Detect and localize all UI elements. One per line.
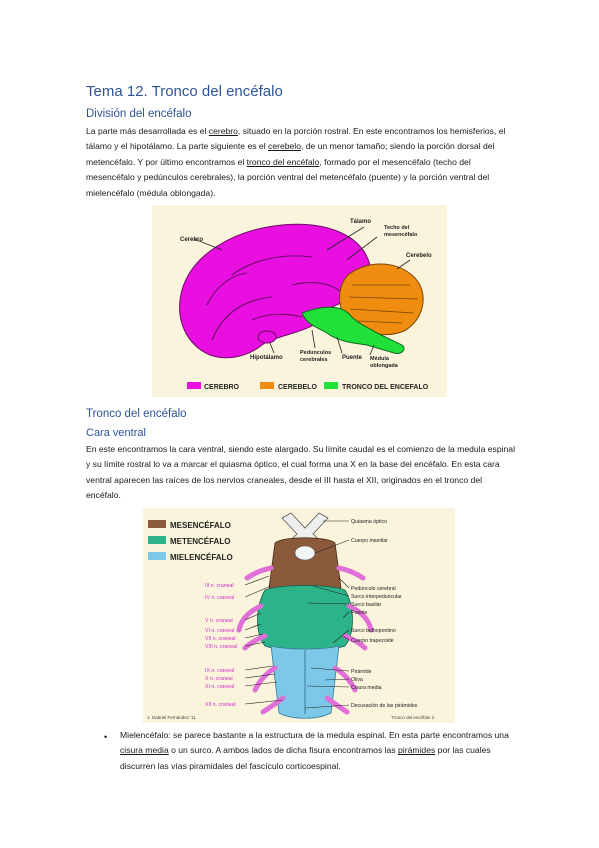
label-pedunculo: Pedúnculo cerebral <box>351 586 396 592</box>
label-pedunculos-2: cerebrales <box>300 357 328 363</box>
legend-cerebelo: CEREBELO <box>278 384 317 391</box>
label-medula-2: oblongada <box>370 363 399 369</box>
left-labels-group: III n. craneal IV n. craneal V n. cranea… <box>205 583 237 708</box>
brainstem-shape <box>301 306 405 354</box>
right-labels-group: Quiasma óptico Cuerpo mamilar Pedúnculo … <box>351 519 418 709</box>
label-iv: IV n. craneal <box>205 595 234 601</box>
label-piramide: Pirámide <box>351 669 372 675</box>
label-surco-interpeduncular: Surco interpeduncular <box>351 594 402 600</box>
pons-shape <box>257 585 353 651</box>
legend-mielencefalo: MIELENCÉFALO <box>170 553 233 562</box>
legend-tronco: TRONCO DEL ENCEFALO <box>342 384 429 391</box>
link-piramides: pirámides <box>398 745 436 756</box>
section-heading-tronco: Tronco del encéfalo <box>86 408 187 420</box>
label-techo-1: Techo del <box>384 225 410 231</box>
label-quiasma: Quiasma óptico <box>351 519 387 525</box>
hypothalamus-shape <box>257 330 277 344</box>
bullet-marker: • <box>104 732 108 742</box>
figure-brainstem-ventral: MESENCÉFALO METENCÉFALO MIELENCÉFALO III <box>143 508 455 723</box>
legend-swatch-mesencefalo <box>148 520 166 528</box>
label-x: X n. craneal <box>205 676 233 682</box>
label-viii: VIII n. craneal <box>205 644 237 650</box>
legend-swatch-tronco <box>324 382 338 389</box>
label-xi: XI n. craneal <box>205 684 234 690</box>
label-iii: III n. craneal <box>205 583 234 589</box>
figure2-caption: Tronco del encéfalo 2 <box>391 715 435 720</box>
legend-mesencefalo: MESENCÉFALO <box>170 521 231 530</box>
mammillary-body <box>294 545 316 561</box>
label-xii: XII n. craneal <box>205 702 236 708</box>
paragraph-division: La parte más desarrollada es el cerebro,… <box>86 126 506 198</box>
legend-metencefalo: METENCÉFALO <box>170 537 230 546</box>
page-title: Tema 12. Tronco del encéfalo <box>86 83 283 100</box>
bullet-mielencefalo: Mielencéfalo: se parece bastante a la es… <box>120 730 509 771</box>
leader-lines-left <box>244 575 284 705</box>
label-oliva: Oliva <box>351 677 363 683</box>
figure-brain-sagittal: Cerebro Tálamo Techo del mesencéfalo Cer… <box>152 205 447 397</box>
label-cerebelo: Cerebelo <box>406 253 432 259</box>
label-surco-basilar: Surco basilar <box>351 602 382 608</box>
label-ix: IX n. craneal <box>205 668 234 674</box>
label-cuerpo-mamilar: Cuerpo mamilar <box>351 538 388 544</box>
label-cisura-media: Cisura media <box>351 685 382 691</box>
label-vii: VII n. craneal <box>205 636 236 642</box>
leader-lines <box>193 226 411 356</box>
cerebrum-gyri <box>206 255 343 341</box>
subheading-cara-ventral: Cara ventral <box>86 427 146 439</box>
link-cerebelo: cerebelo <box>268 141 301 152</box>
link-tronco: tronco del encéfalo <box>246 156 320 167</box>
label-pedunculos-1: Pedúnculos <box>300 350 331 356</box>
figure2-credit: J. Gabriel Fernández '11 <box>147 715 196 720</box>
cerebellum-folia <box>348 284 419 324</box>
label-puente: Puente <box>342 355 363 361</box>
label-cerebro: Cerebro <box>180 237 203 243</box>
legend-swatch-metencefalo <box>148 536 166 544</box>
cranial-nerve-roots <box>236 565 374 715</box>
label-hipotalamo: Hipotálamo <box>250 355 283 361</box>
section-heading-division: División del encéfalo <box>86 108 192 120</box>
label-techo-2: mesencéfalo <box>384 232 418 238</box>
link-cisura-media: cisura media <box>120 745 169 756</box>
label-medula-1: Médula <box>370 356 390 362</box>
link-cerebro: cerebro <box>208 126 238 136</box>
label-v: V n. craneal <box>205 618 233 624</box>
legend-swatch-mielencefalo <box>148 552 166 560</box>
legend-cerebro: CEREBRO <box>204 384 240 391</box>
legend-swatch-cerebelo <box>260 382 274 389</box>
paragraph-cara-ventral: En este encontramos la cara ventral, sie… <box>86 444 515 501</box>
label-cuerpo-trapezoide: Cuerpo trapezoide <box>351 638 394 644</box>
label-puente: Puente <box>351 610 368 616</box>
leader-lines-right <box>304 520 350 709</box>
label-vi: VI n. craneal <box>205 628 234 634</box>
legend-swatch-cerebro <box>187 382 201 389</box>
label-talamo: Tálamo <box>350 219 371 225</box>
label-surco-bulbopontino: Surco bulbopontino <box>351 628 396 634</box>
label-decusacion: Decusación de las pirámides <box>351 703 418 709</box>
